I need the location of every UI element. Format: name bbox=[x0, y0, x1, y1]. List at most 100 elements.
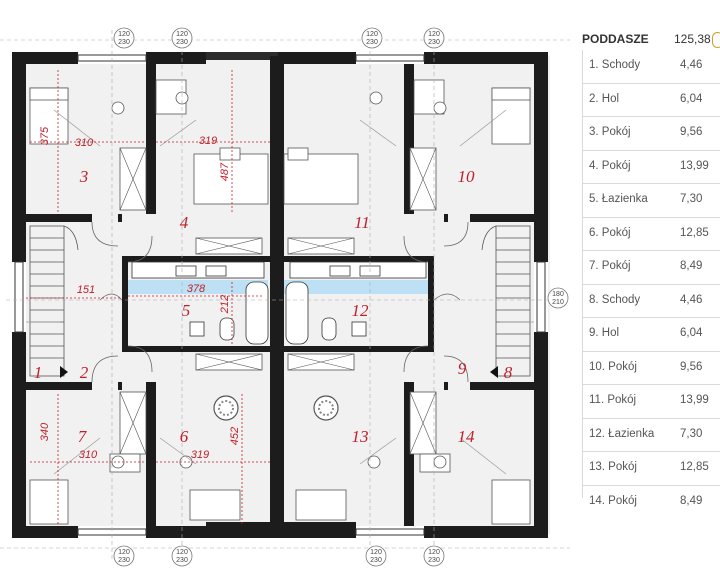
legend-row: 4. Pokój 13,99 bbox=[582, 149, 720, 184]
roof-windows bbox=[213, 395, 339, 421]
room-number-14: 14 bbox=[458, 427, 476, 446]
tag-top-1-b: 230 bbox=[118, 39, 130, 46]
axis-lines bbox=[0, 30, 570, 560]
dim-319-bottom: 319 bbox=[191, 449, 209, 461]
legend-row: 9. Hol 6,04 bbox=[582, 317, 720, 351]
dim-310-bottom: 310 bbox=[79, 449, 98, 461]
outer-walls bbox=[12, 52, 548, 538]
room-number-2: 2 bbox=[80, 363, 89, 382]
legend-header: PODDASZE 125,38 bbox=[576, 28, 720, 50]
room-number-6: 6 bbox=[180, 427, 189, 446]
dim-310-top: 310 bbox=[75, 137, 94, 149]
room-area: 4,46 bbox=[680, 59, 703, 71]
chairs bbox=[111, 91, 447, 469]
inner-walls bbox=[26, 64, 534, 526]
roof-slope-lines bbox=[26, 109, 534, 475]
room-name: 12. Łazienka bbox=[589, 427, 655, 440]
room-area: 9,56 bbox=[680, 126, 703, 138]
tag-bottom-4-b: 230 bbox=[428, 557, 440, 564]
dim-487: 487 bbox=[219, 162, 231, 181]
room-number-4: 4 bbox=[180, 213, 189, 232]
room-number-1: 1 bbox=[34, 363, 43, 382]
room-number-9: 9 bbox=[458, 359, 467, 378]
room-area: 13,99 bbox=[680, 394, 709, 406]
legend-divider bbox=[582, 50, 583, 498]
room-number-7: 7 bbox=[78, 427, 88, 446]
stair-arrow-right-icon bbox=[490, 366, 498, 378]
dim-151: 151 bbox=[77, 284, 95, 296]
tag-top-2-a: 120 bbox=[176, 31, 188, 38]
room-area: 8,49 bbox=[680, 260, 703, 272]
tag-bottom-1-b: 230 bbox=[118, 557, 130, 564]
room-number-10: 10 bbox=[458, 167, 476, 186]
door-swings bbox=[91, 221, 469, 383]
legend-title: PODDASZE bbox=[582, 32, 649, 46]
tag-top-4-b: 230 bbox=[428, 39, 440, 46]
bathroom-tile-right bbox=[284, 280, 432, 294]
tag-bottom-4-a: 120 bbox=[428, 549, 440, 556]
room-name: 3. Pokój bbox=[589, 126, 631, 138]
room-number-13: 13 bbox=[352, 427, 369, 446]
dim-452: 452 bbox=[229, 427, 241, 445]
room-area: 7,30 bbox=[680, 427, 703, 440]
legend-row: 3. Pokój 9,56 bbox=[582, 116, 720, 150]
legend-row: 7. Pokój 8,49 bbox=[582, 250, 720, 284]
room-name: 7. Pokój bbox=[589, 260, 631, 272]
room-name: 10. Pokój bbox=[589, 360, 637, 373]
tag-bottom-1-a: 120 bbox=[118, 549, 130, 556]
tag-bottom-2-b: 230 bbox=[176, 557, 188, 564]
room-name: 5. Łazienka bbox=[589, 193, 648, 205]
room-name: 9. Hol bbox=[589, 327, 620, 339]
bathroom-tile-left bbox=[128, 280, 268, 294]
wardrobe-crosses bbox=[119, 147, 437, 455]
room-name: 2. Hol bbox=[589, 92, 620, 105]
room-name: 1. Schody bbox=[589, 59, 641, 71]
stair-arrow-left-icon bbox=[60, 366, 68, 378]
dim-375: 375 bbox=[39, 126, 51, 145]
tag-right-a: 180 bbox=[552, 291, 564, 298]
room-area: 8,49 bbox=[680, 494, 703, 507]
room-area: 13,99 bbox=[680, 159, 709, 172]
tag-bottom-2-a: 120 bbox=[176, 549, 188, 556]
dim-378: 378 bbox=[187, 283, 206, 295]
room-number-12: 12 bbox=[352, 301, 370, 320]
legend-row: 5. Łazienka 7,30 bbox=[582, 183, 720, 217]
room-area: 6,04 bbox=[680, 327, 703, 339]
dim-319-top: 319 bbox=[199, 135, 217, 147]
tag-bottom-3-a: 120 bbox=[370, 549, 382, 556]
dimension-lines bbox=[26, 70, 270, 526]
staircase-right bbox=[481, 225, 531, 377]
tag-right-b: 210 bbox=[552, 299, 564, 306]
room-area: 4,46 bbox=[680, 293, 703, 306]
legend-total: 125,38 bbox=[674, 32, 711, 46]
room-number-8: 8 bbox=[504, 363, 513, 382]
room-name: 4. Pokój bbox=[589, 159, 631, 172]
room-number-5: 5 bbox=[182, 301, 191, 320]
room-name: 11. Pokój bbox=[589, 394, 637, 406]
tag-top-2-b: 230 bbox=[176, 39, 188, 46]
floor-plan: 120 230 120 230 120 230 120 230 120 230 … bbox=[0, 27, 570, 567]
legend-row: 11. Pokój 13,99 bbox=[582, 384, 720, 418]
room-area: 12,85 bbox=[680, 461, 709, 473]
tag-top-3-a: 120 bbox=[366, 31, 378, 38]
legend-row: 1. Schody 4,46 bbox=[582, 50, 720, 83]
tag-top-3-b: 230 bbox=[366, 39, 378, 46]
room-name: 14. Pokój bbox=[589, 494, 637, 507]
dim-212: 212 bbox=[219, 295, 231, 314]
room-number-3: 3 bbox=[79, 167, 89, 186]
tag-top-1-a: 120 bbox=[118, 31, 130, 38]
room-name: 6. Pokój bbox=[589, 226, 631, 239]
room-area: 7,30 bbox=[680, 193, 703, 205]
legend-edge-mark bbox=[712, 32, 720, 48]
room-area: 12,85 bbox=[680, 226, 709, 239]
bathroom-fixtures bbox=[131, 261, 427, 345]
room-number-11: 11 bbox=[354, 213, 370, 232]
legend-row: 12. Łazienka 7,30 bbox=[582, 417, 720, 452]
tag-bottom-3-b: 230 bbox=[370, 557, 382, 564]
